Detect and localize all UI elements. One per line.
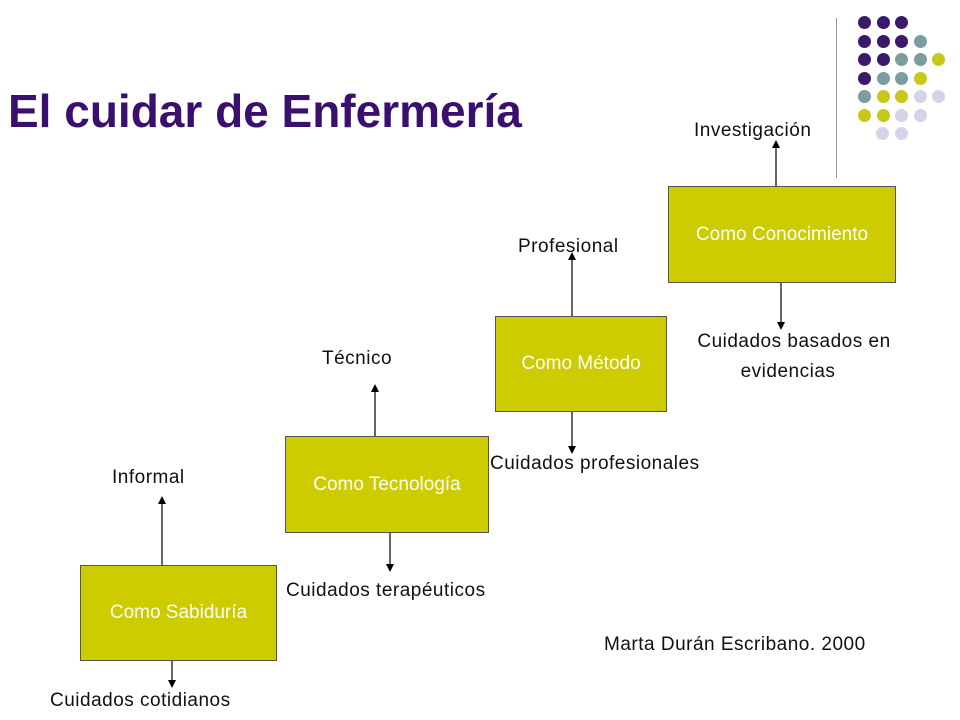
box-como-metodo: Como Método: [495, 316, 667, 412]
box-como-tecnologia: Como Tecnología: [285, 436, 489, 533]
box-como-conocimiento: Como Conocimiento: [668, 186, 896, 283]
decorative-dot-olive: [913, 71, 927, 85]
decorative-dot-teal: [913, 34, 927, 48]
label-tecnico: Técnico: [322, 348, 393, 369]
decorative-dot-teal: [876, 71, 890, 85]
decorative-dot-purple: [858, 34, 871, 48]
label-cuidados-profesionales: Cuidados profesionales: [490, 453, 700, 474]
decorative-dot-lavender: [894, 127, 908, 140]
decorative-dot-lavender: [932, 90, 945, 103]
decorative-dot-purple: [858, 71, 871, 85]
box-como-sabiduria: Como Sabiduría: [80, 565, 277, 661]
page-title: El cuidar de Enfermería: [8, 85, 522, 137]
decorative-dot-purple: [876, 34, 890, 48]
decorative-dot-purple: [895, 34, 908, 48]
decorative-dot-olive: [858, 108, 871, 122]
decorative-dot-purple: [858, 53, 871, 66]
decorative-dot-lavender: [895, 108, 908, 122]
decorative-dot-olive: [895, 90, 908, 103]
label-cuidados-terapeuticos: Cuidados terapéuticos: [286, 580, 486, 601]
label-informal: Informal: [112, 467, 185, 488]
author-credit: Marta Durán Escribano. 2000: [604, 634, 866, 655]
decorative-dot-lavender: [876, 127, 889, 140]
decorative-dot-lavender: [913, 90, 927, 103]
decorative-dot-teal: [858, 90, 871, 103]
decorative-dot-purple: [876, 16, 890, 29]
decorative-dot-purple: [876, 53, 890, 66]
decorative-divider-line: [836, 18, 837, 178]
decorative-dot-teal: [913, 53, 927, 66]
decorative-dot-olive: [932, 53, 945, 66]
decorative-dot-olive: [876, 108, 890, 122]
decorative-dot-teal: [895, 53, 908, 66]
label-profesional: Profesional: [518, 236, 619, 257]
decorative-dot-teal: [895, 71, 908, 85]
decorative-dot-lavender: [913, 108, 927, 122]
decorative-dot-purple: [858, 16, 871, 29]
label-cuidados-basados-line1: Cuidados basados en: [697, 331, 891, 352]
decorative-dot-olive: [876, 90, 890, 103]
label-investigacion: Investigación: [694, 120, 812, 141]
label-cuidados-cotidianos: Cuidados cotidianos: [50, 690, 231, 711]
decorative-dot-purple: [895, 16, 908, 29]
label-cuidados-basados-line2: evidencias: [740, 361, 836, 382]
